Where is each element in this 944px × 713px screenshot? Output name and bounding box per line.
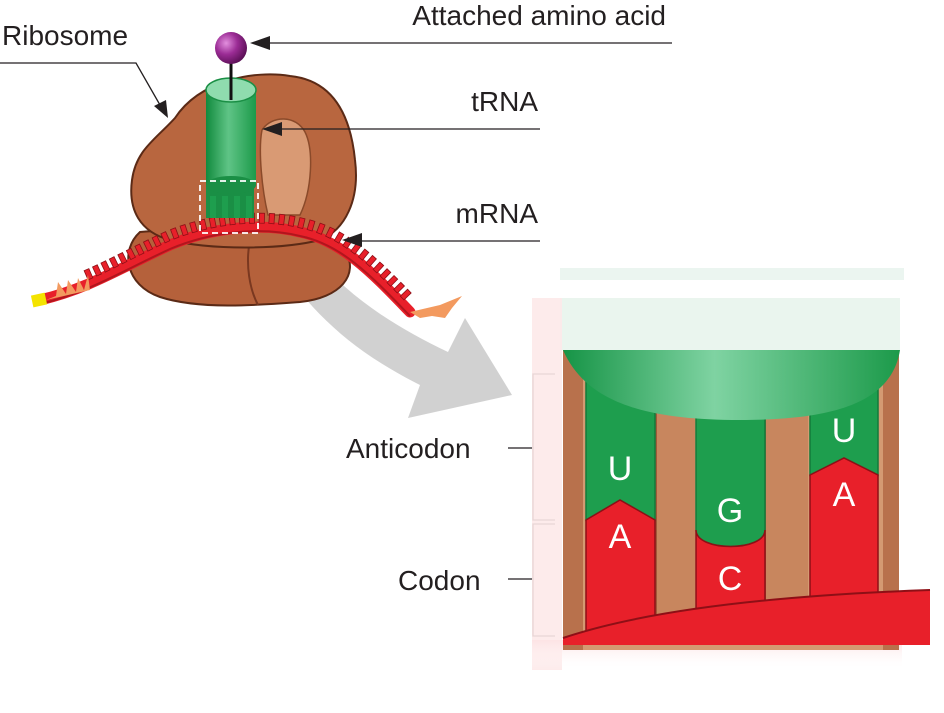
label-mrna: mRNA <box>456 198 539 229</box>
mrna-nucleotide <box>170 227 180 240</box>
mrna-nucleotide <box>83 268 94 281</box>
mrna-nucleotide <box>189 221 198 234</box>
mrna-nucleotide <box>151 235 162 248</box>
mrna-nucleotide <box>160 231 171 244</box>
codon-base-1: A <box>609 518 632 556</box>
mrna-nucleotide <box>287 215 296 227</box>
anticodon-base-2: G <box>717 492 743 530</box>
label-anticodon: Anticodon <box>346 433 471 464</box>
mrna-nucleotide <box>179 224 189 237</box>
mrna-nucleotide <box>399 288 412 301</box>
trna-leg <box>246 196 252 218</box>
codon-base-3: A <box>833 476 856 514</box>
mrna-nucleotide <box>134 243 145 256</box>
mrna-nucleotide <box>258 212 265 224</box>
mrna-nucleotide <box>278 213 286 226</box>
mrna-nucleotide <box>357 248 370 261</box>
anticodon-base-3: U <box>832 412 857 450</box>
mrna-nucleotide <box>372 261 385 274</box>
trna-leg <box>234 196 240 218</box>
mrna-nucleotide <box>386 274 399 287</box>
mrna-nucleotide <box>198 218 208 231</box>
mrna-nucleotide <box>306 219 316 232</box>
trna-leg <box>222 196 228 218</box>
zoom-panel: U G U A C A <box>532 268 931 670</box>
mrna-strand <box>30 212 462 318</box>
mrna-nucleotide <box>108 256 119 269</box>
leader-lines <box>0 42 672 580</box>
mrna-nucleotide <box>316 222 326 235</box>
codon-base-2: C <box>718 560 743 598</box>
mrna-nucleotide <box>365 254 377 268</box>
trna-leg <box>210 196 216 218</box>
mrna-nucleotide <box>268 213 276 225</box>
amino-acid <box>215 32 247 100</box>
mrna-nucleotide <box>325 226 336 239</box>
label-trna: tRNA <box>471 86 538 117</box>
mrna-nucleotide <box>125 247 136 261</box>
mrna-nucleotide <box>333 231 345 244</box>
mrna-nucleotide <box>117 251 128 265</box>
label-attached-amino-acid: Attached amino acid <box>412 0 666 31</box>
mrna-nucleotide <box>379 268 392 281</box>
mrna-nucleotide <box>100 260 111 273</box>
mrna-nucleotide <box>91 264 102 277</box>
label-codon: Codon <box>398 565 481 596</box>
leader-arrowheads <box>154 36 362 247</box>
trna-small <box>199 77 259 234</box>
mrna-nucleotide <box>297 217 306 230</box>
mrna-nucleotide <box>142 239 154 252</box>
label-ribosome: Ribosome <box>2 20 128 51</box>
mrna-nucleotide <box>393 281 406 294</box>
anticodon-base-1: U <box>608 450 633 488</box>
